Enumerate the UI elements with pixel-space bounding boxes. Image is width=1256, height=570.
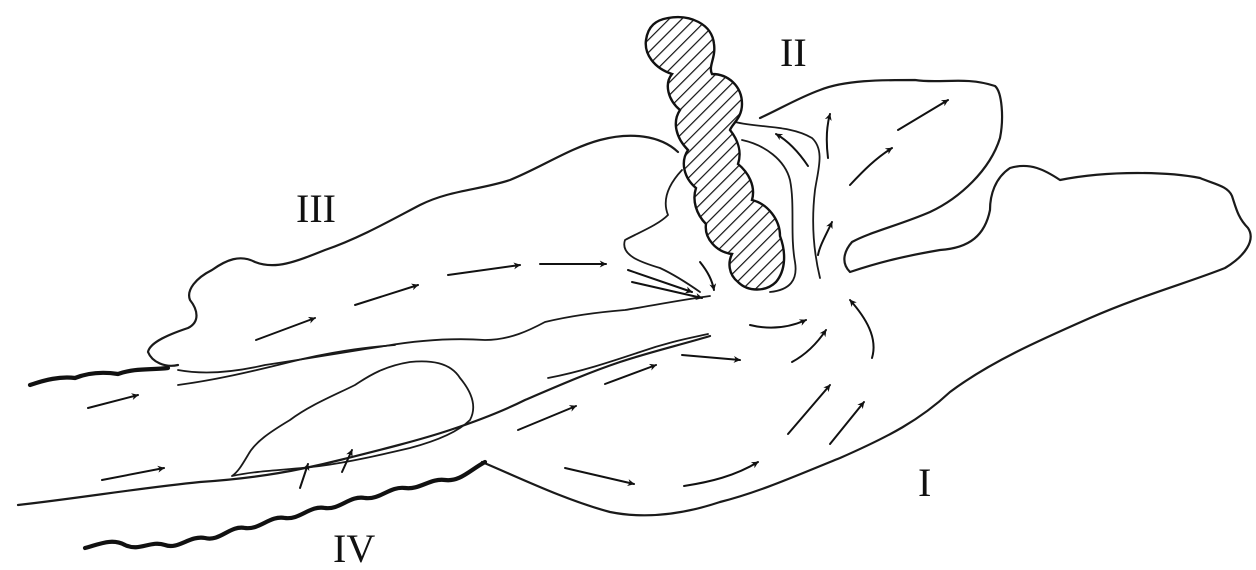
label-region-iv: IV bbox=[333, 526, 375, 570]
flow-arrow bbox=[605, 365, 656, 384]
flow-arrow bbox=[355, 285, 418, 305]
flow-arrow bbox=[827, 114, 830, 158]
region-iii-fingers bbox=[624, 170, 700, 292]
region-iv-upper-edge bbox=[18, 336, 710, 505]
flow-arrow bbox=[850, 148, 892, 185]
label-region-iii: III bbox=[296, 186, 336, 231]
label-region-ii: II bbox=[780, 30, 807, 75]
flow-arrow bbox=[700, 262, 714, 290]
flow-arrow bbox=[88, 395, 138, 408]
region-iii-outline bbox=[148, 136, 678, 366]
region-i-outline bbox=[482, 80, 1251, 515]
flow-arrow bbox=[750, 320, 806, 328]
region-iii-lower-edge bbox=[178, 296, 710, 372]
label-region-i: I bbox=[918, 460, 931, 505]
flow-arrow bbox=[684, 462, 758, 486]
region-iv-inner-loop bbox=[232, 361, 473, 476]
hatched-blob bbox=[646, 17, 784, 289]
flow-arrow bbox=[830, 402, 864, 444]
flow-arrow bbox=[256, 318, 315, 340]
region-iii-inner-edge bbox=[178, 345, 395, 385]
flow-arrow bbox=[788, 385, 830, 434]
flow-arrow bbox=[898, 100, 948, 130]
flow-arrow bbox=[850, 300, 874, 358]
flow-arrow bbox=[682, 355, 740, 360]
flow-arrow bbox=[448, 265, 520, 275]
lower-bank-edge bbox=[85, 462, 485, 548]
left-bank-edge bbox=[30, 368, 168, 385]
flow-arrow bbox=[792, 330, 826, 362]
flow-arrow bbox=[102, 468, 164, 480]
flow-arrow bbox=[518, 406, 576, 430]
flow-arrow bbox=[565, 468, 634, 484]
flow-arrow bbox=[818, 222, 832, 255]
